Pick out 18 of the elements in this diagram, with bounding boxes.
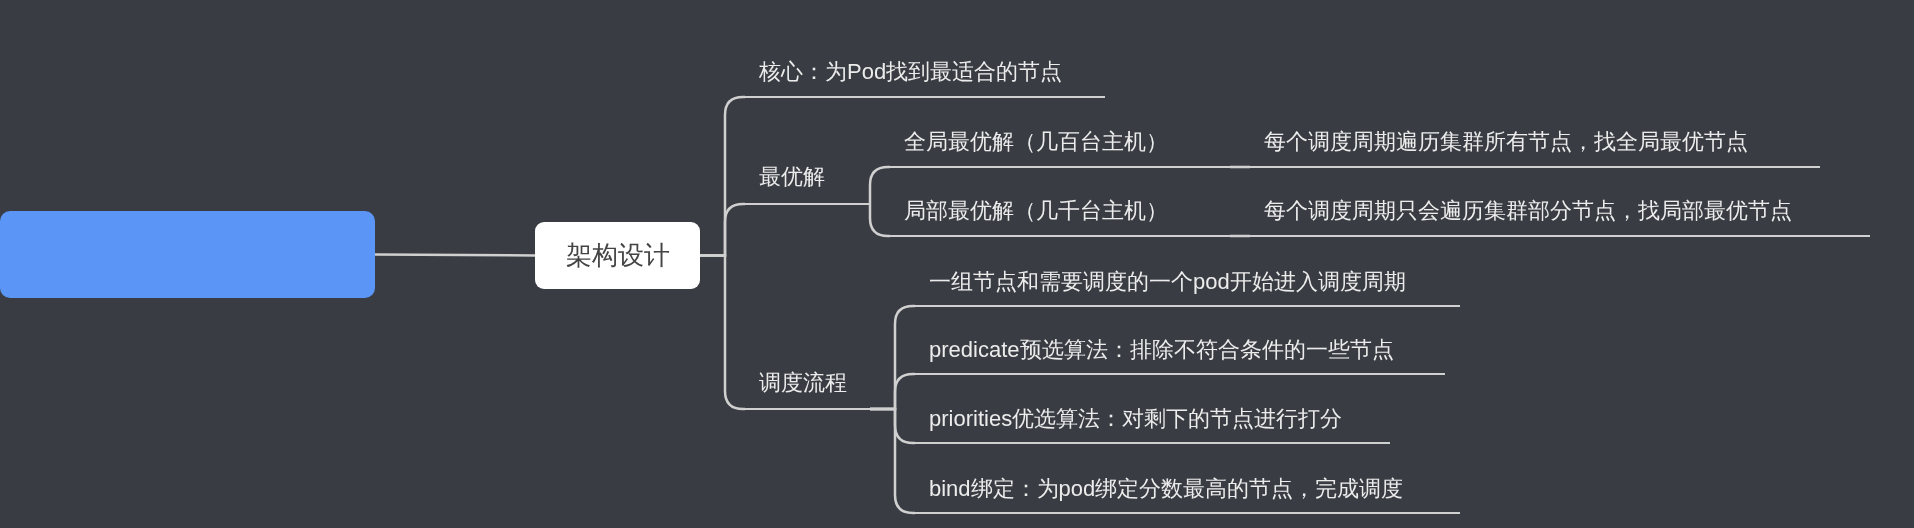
connector-line bbox=[868, 165, 890, 206]
branch-topic: 一组节点和需要调度的一个pod开始进入调度周期 bbox=[915, 258, 1460, 307]
connector-line bbox=[375, 253, 535, 257]
branch-topic: 局部最优解（几千台主机） bbox=[890, 187, 1230, 237]
branch-topic: 每个调度周期遍历集群所有节点，找全局最优节点 bbox=[1250, 118, 1820, 168]
branch-topic: bind绑定：为pod绑定分数最高的节点，完成调度 bbox=[915, 465, 1460, 514]
branch-topic: priorities优选算法：对剩下的节点进行打分 bbox=[915, 395, 1390, 444]
connector-line bbox=[1230, 234, 1250, 238]
connector-line bbox=[1230, 165, 1250, 169]
branch-topic: 全局最优解（几百台主机） bbox=[890, 118, 1230, 168]
branch-topic: 调度流程 bbox=[745, 358, 870, 410]
root-box bbox=[0, 211, 375, 298]
branch-topic: 每个调度周期只会遍历集群部分节点，找局部最优节点 bbox=[1250, 187, 1870, 237]
branch-topic: 最优解 bbox=[745, 150, 870, 205]
topic-box: 架构设计 bbox=[535, 222, 700, 289]
branch-topic: 核心：为Pod找到最适合的节点 bbox=[745, 48, 1105, 98]
branch-topic: predicate预选算法：排除不符合条件的一些节点 bbox=[915, 326, 1445, 375]
connector-line bbox=[868, 202, 890, 238]
